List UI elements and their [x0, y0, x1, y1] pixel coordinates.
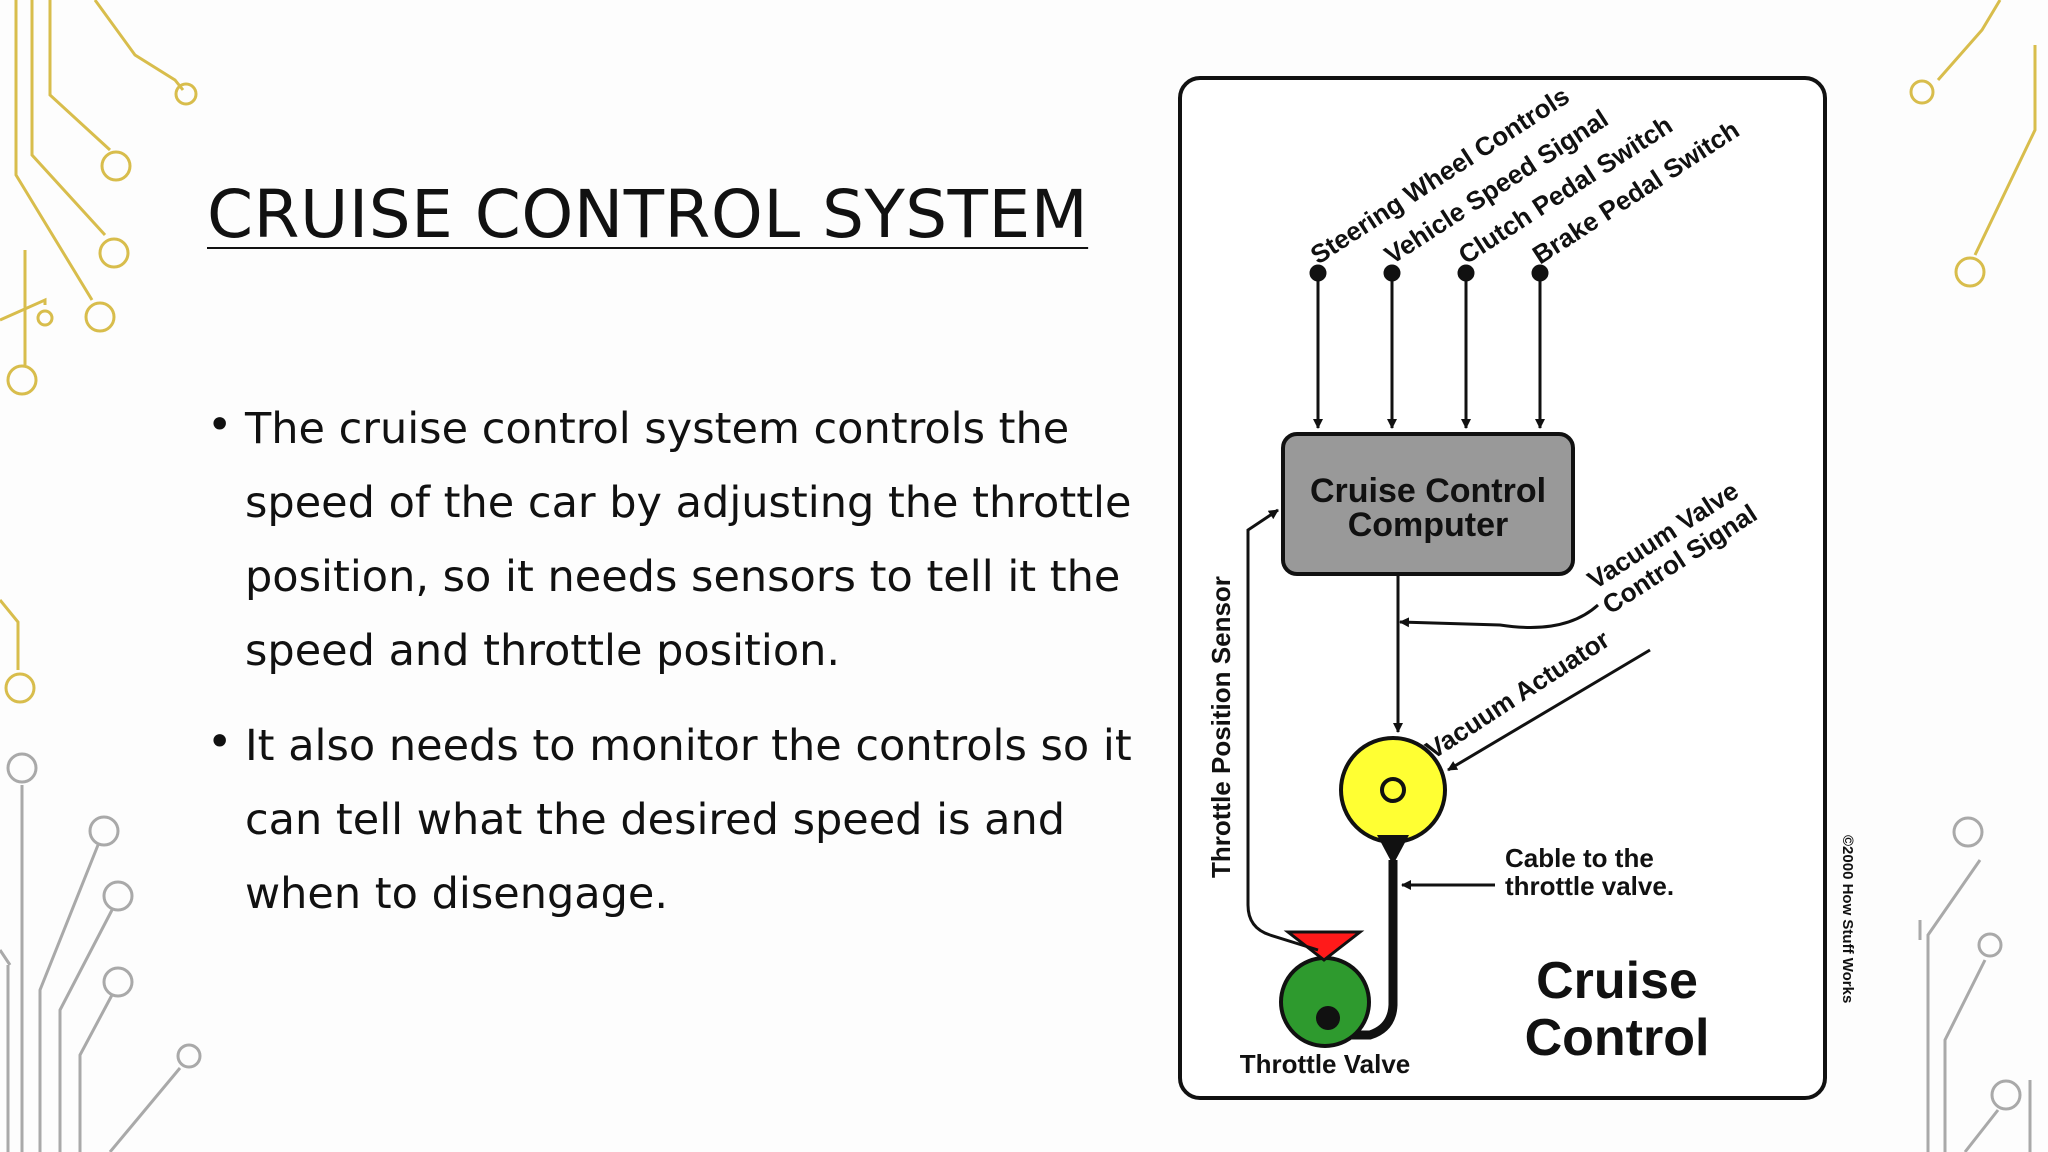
- slide-title: CRUISE CONTROL SYSTEM: [207, 176, 1089, 253]
- throttle-sensor-label: Throttle Position Sensor: [1206, 576, 1236, 878]
- bullet-item: • It also needs to monitor the controls …: [207, 709, 1137, 931]
- bullet-dot-icon: •: [207, 717, 233, 767]
- cruise-control-diagram: Steering Wheel Controls Vehicle Speed Si…: [1170, 70, 1860, 1105]
- diagram-title: Control: [1525, 1009, 1710, 1067]
- cable-label: Cable to the: [1505, 843, 1654, 873]
- computer-label: Computer: [1348, 506, 1509, 544]
- copyright: ©2000 How Stuff Works: [1839, 835, 1856, 1003]
- throttle-valve: [1279, 956, 1371, 1048]
- throttle-valve-label: Throttle Valve: [1240, 1049, 1411, 1079]
- computer-box: [1281, 432, 1575, 576]
- diagram-border: [1178, 76, 1827, 1100]
- diagram-title: Cruise: [1536, 952, 1698, 1010]
- bullet-text: The cruise control system controls the s…: [245, 404, 1132, 676]
- bullet-item: • The cruise control system controls the…: [207, 392, 1137, 688]
- bullet-dot-icon: •: [207, 400, 233, 450]
- computer-label: Cruise Control: [1310, 472, 1546, 510]
- bullet-list: • The cruise control system controls the…: [207, 392, 1137, 952]
- cable-label: throttle valve.: [1505, 871, 1674, 901]
- bullet-text: It also needs to monitor the controls so…: [245, 721, 1132, 919]
